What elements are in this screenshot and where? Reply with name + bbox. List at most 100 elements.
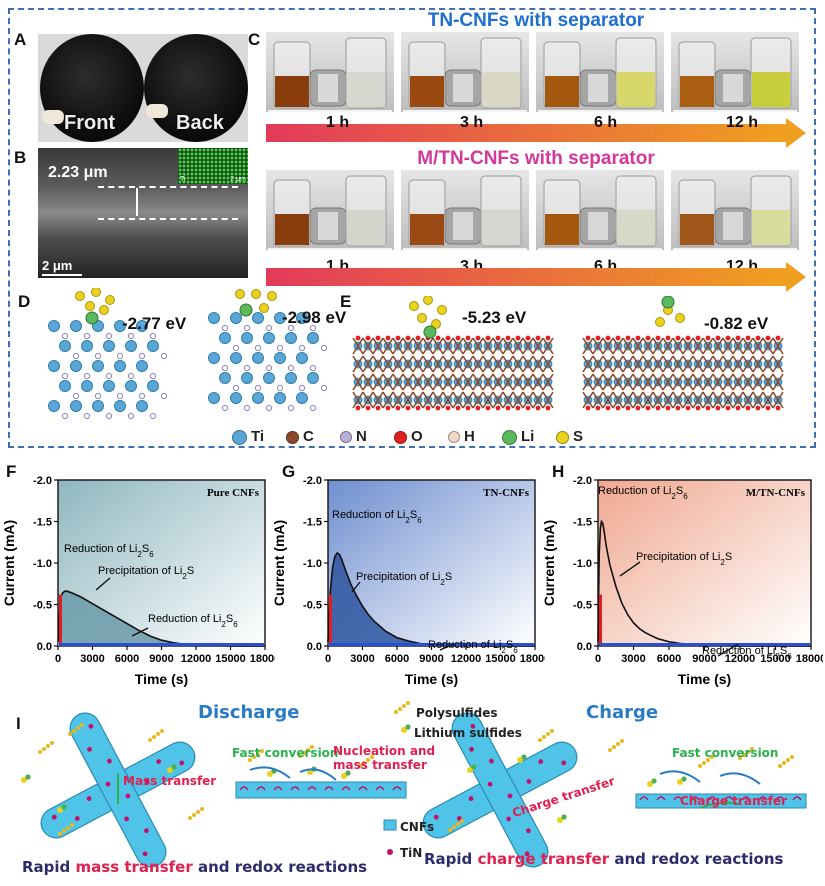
panel-label-b: B	[14, 148, 27, 167]
chart-g-xtick-label: 18000	[520, 653, 545, 665]
chart-h-ylabel: Current (mA)	[541, 520, 557, 606]
substrate-site	[758, 796, 768, 801]
chart-f-annotation-arrow-1	[95, 577, 111, 591]
fast-conversion-label-2: Fast conversion	[672, 746, 779, 760]
substrate-site	[724, 796, 734, 801]
thickness-value: 2.23 μm	[48, 164, 108, 181]
chart-g-annotation-0: Reduction of Li2S6	[332, 509, 422, 525]
chart-g-ylabel: Current (mA)	[271, 520, 287, 606]
chart-f-xtick-label: 9000	[149, 653, 173, 665]
lithium-sulfide-cluster	[21, 774, 31, 783]
chart-f-xtick-label: 0	[55, 653, 61, 665]
polysulfide-chain	[68, 723, 84, 736]
legend-label-ti: Ti	[251, 428, 265, 445]
chart-f-name: Pure CNFs	[207, 487, 260, 499]
front-label: Front	[64, 112, 116, 134]
chart-g-xtick-label: 15000	[485, 653, 516, 665]
scalebar-label: 2 μm	[42, 258, 73, 273]
flow-arrow	[659, 770, 701, 783]
c-time-top-2: 3 h	[460, 114, 484, 131]
chart-h-xtick-label: 0	[595, 653, 601, 665]
legend-item-li: Li	[502, 428, 534, 445]
chart-h-ytick-label: -1.0	[573, 558, 592, 570]
legend-tin-marker	[387, 849, 393, 855]
c-top-photo-3	[536, 32, 664, 112]
polysulfide-chain	[298, 745, 314, 758]
d-adsorbate-1	[75, 288, 115, 325]
charge-title: Charge	[586, 702, 659, 723]
chart-h-xtick-label: 9000	[692, 653, 716, 665]
c-photos-bottom	[266, 170, 799, 250]
polysulfide-chain	[58, 823, 74, 836]
legend-item-h: H	[448, 428, 475, 445]
chart-g-xtick-label: 6000	[385, 653, 409, 665]
c-bottom-photo-1	[266, 170, 394, 250]
flow-arrow	[719, 772, 761, 785]
sem-image: Ti 2 μm 2.23 μm 2 μm	[38, 148, 248, 278]
c-time-arrow-bottom	[266, 268, 786, 286]
chart-h-xlabel: Time (s)	[678, 671, 731, 687]
substrate-site	[358, 786, 368, 791]
flow-arrow	[299, 768, 337, 781]
substrate-site	[392, 786, 402, 791]
polysulfide-chain	[698, 755, 714, 768]
caption-right-part1: Rapid	[424, 850, 478, 868]
substrate-site	[639, 796, 649, 801]
chart-f-xtick-label: 12000	[181, 653, 212, 665]
legend-dot-n	[340, 431, 352, 444]
chart-f-annotation-arrow-2	[131, 627, 149, 637]
chart-f-annotation-1: Precipitation of Li2S	[98, 565, 194, 581]
chart-h-xtick-label: 6000	[657, 653, 681, 665]
legend-dot-c	[286, 430, 299, 444]
lithium-sulfide-cluster	[167, 764, 177, 773]
chart-f-ytick-label: -1.0	[33, 558, 52, 570]
front-disc	[40, 34, 144, 142]
polysulfide-chain	[148, 729, 164, 742]
thickness-line-top	[98, 186, 238, 188]
legend-label-n: N	[356, 428, 367, 445]
substrate-site	[307, 786, 317, 791]
c-time-arrowhead-bottom	[786, 262, 806, 292]
c-photos-top	[266, 32, 799, 112]
d-energy-1: -2.77 eV	[122, 314, 187, 333]
chart-f-ytick-label: -1.5	[33, 517, 52, 529]
c-top-photo-2	[401, 32, 529, 112]
c-time-arrow-top	[266, 124, 786, 142]
chart-g-annotation-arrow-2	[439, 643, 455, 651]
substrate-site	[341, 786, 351, 791]
legend-dot-ti	[232, 429, 247, 445]
chart-h-xtick-label: 15000	[760, 653, 791, 665]
legend-label-c: C	[303, 428, 314, 445]
back-label: Back	[176, 112, 224, 134]
panel-label-h: H	[552, 462, 565, 481]
substrate-site	[290, 786, 300, 791]
substrate-site	[775, 796, 785, 801]
scalebar	[42, 274, 82, 276]
legend-tin: TiN	[400, 846, 423, 860]
substrate-site	[273, 786, 283, 791]
thickness-line-bottom	[98, 218, 238, 220]
c-bottom-photo-4	[671, 170, 799, 250]
thickness-arrow	[136, 188, 138, 216]
legend-label-o: O	[411, 428, 423, 445]
caption-right: Rapid charge transfer and redox reaction…	[424, 850, 783, 868]
legend-cnfs-marker	[383, 819, 397, 831]
e-adsorbate-1	[409, 296, 447, 339]
legend-lithium-sulfides: Lithium sulfides	[414, 726, 522, 740]
panel-label-d: D	[18, 292, 31, 311]
chart-h-annotation-1: Precipitation of Li2S	[636, 551, 732, 567]
chart-f-annotation-0: Reduction of Li2S6	[64, 543, 154, 559]
c-top-photo-1	[266, 32, 394, 112]
lithium-sulfide-cluster	[341, 770, 351, 779]
c-time-arrowhead-top	[786, 118, 806, 148]
chart-g-ytick-label: -0.5	[303, 600, 322, 612]
polysulfide-chain	[188, 807, 204, 820]
d-adsorbate-2	[235, 289, 277, 317]
legend-label-h: H	[464, 428, 475, 445]
inset-label-ti: Ti	[180, 176, 186, 183]
top-panel-frame	[8, 8, 816, 448]
d-energy-2: -2.98 eV	[282, 308, 347, 327]
